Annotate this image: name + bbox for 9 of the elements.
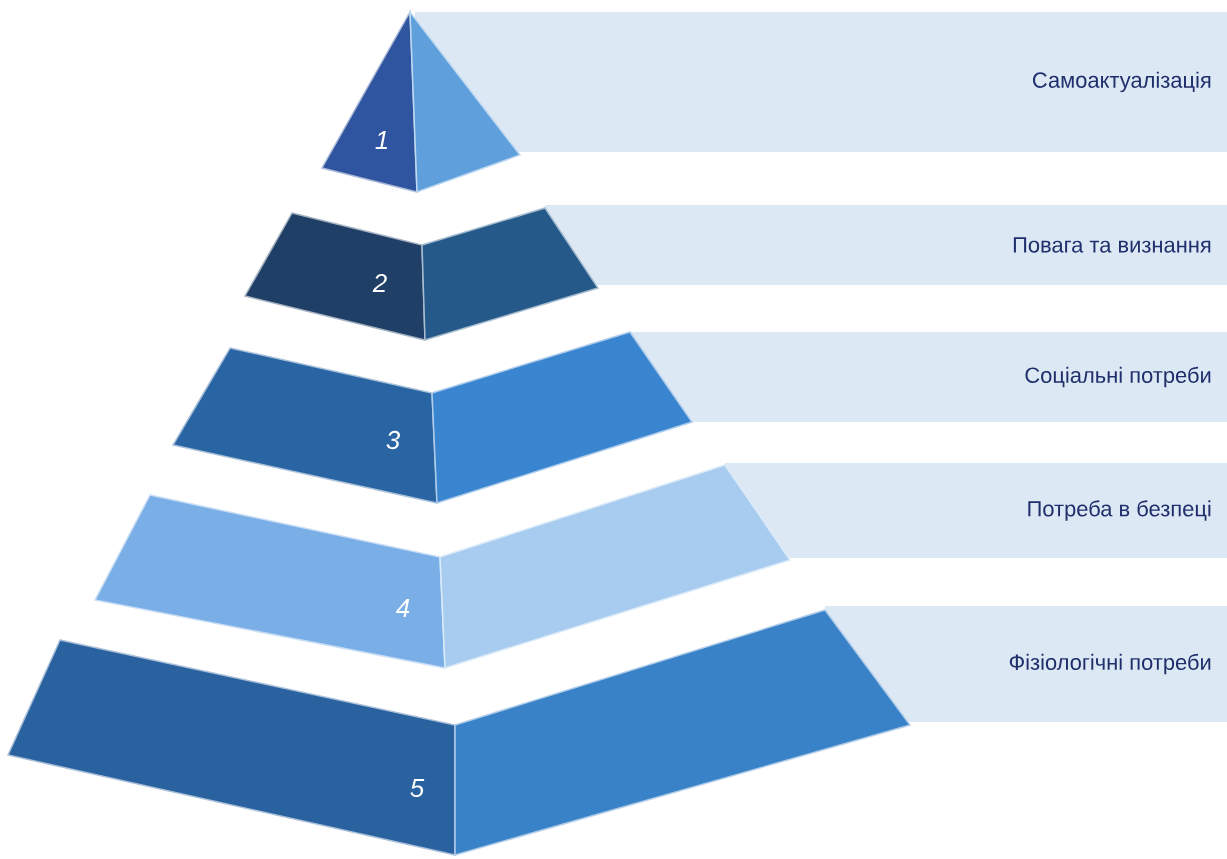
level-band: Потреба в безпеці [725, 463, 1227, 558]
node-label: 2 [372, 273, 387, 293]
level-band: Самоактуалізація [415, 12, 1227, 152]
node-label: 1 [375, 131, 388, 149]
level-band: Соціальні потреби [630, 332, 1227, 422]
node-label: 5 [410, 778, 425, 798]
node-label: 3 [386, 430, 400, 450]
level-band: Фізіологічні потреби [825, 606, 1227, 722]
level-band: Повага та визнання [545, 205, 1227, 285]
